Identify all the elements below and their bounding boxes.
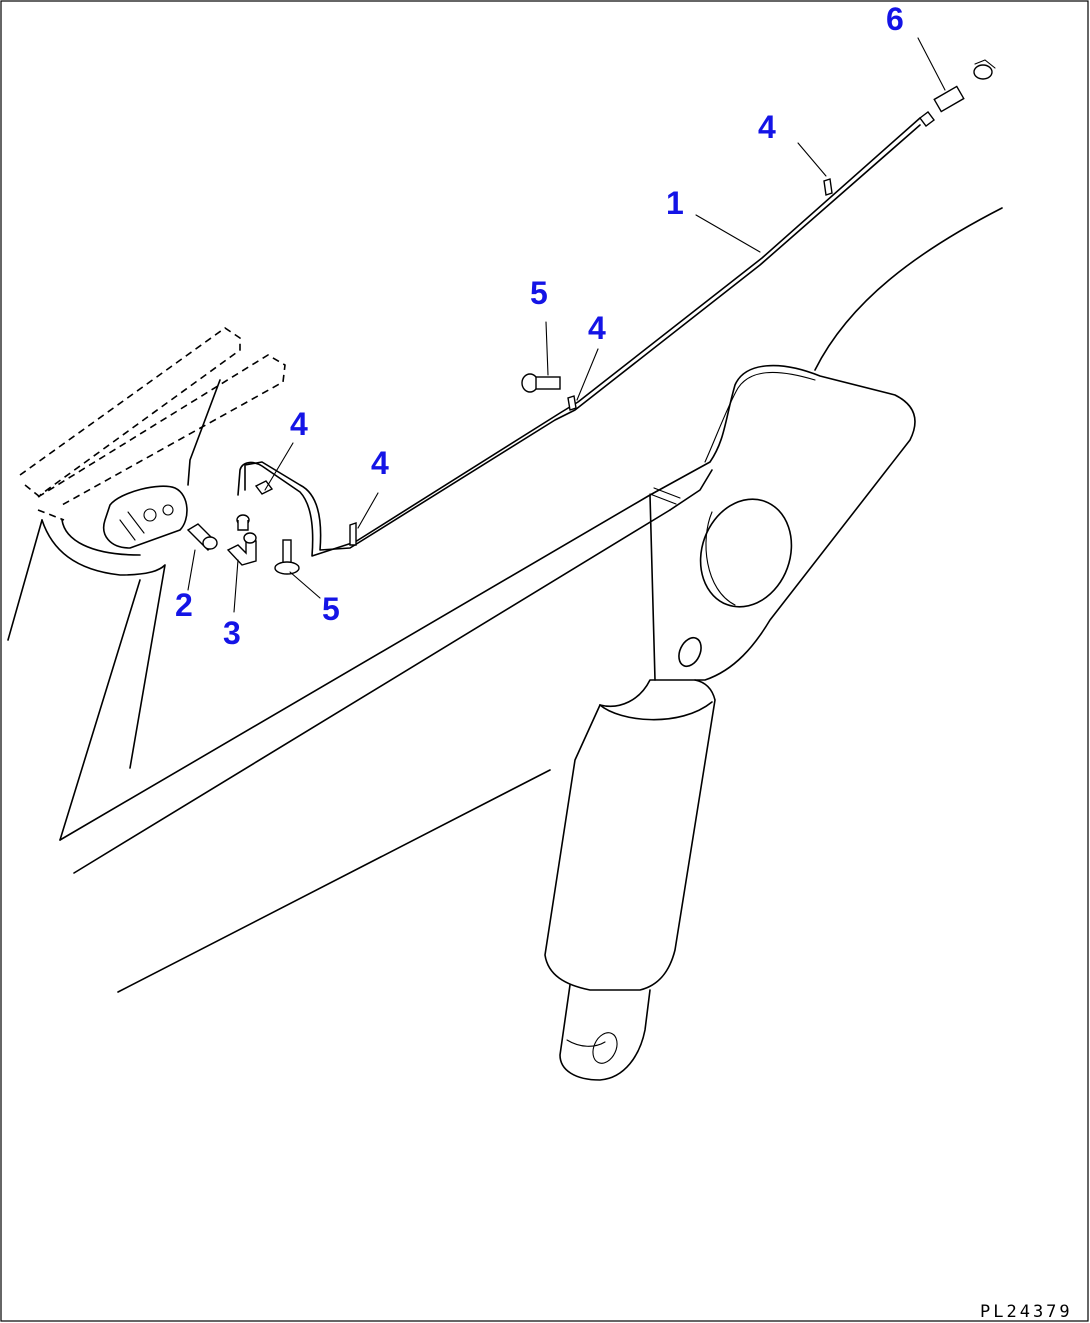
callout-5-upper: 5 [530, 275, 548, 311]
grease-nipple-6 [919, 59, 996, 127]
boom-body [59, 207, 1003, 993]
drawing-code: PL24379 [980, 1302, 1073, 1322]
callout-5-lower: 5 [322, 591, 340, 627]
callout-4-right: 4 [371, 445, 389, 481]
fitting-near-pedal [236, 514, 250, 531]
callout-1: 1 [666, 185, 684, 221]
bolt-5-lower [274, 539, 300, 575]
callout-4-mid: 4 [588, 310, 606, 346]
callout-6: 6 [886, 1, 904, 37]
callout-4-left: 4 [290, 406, 308, 442]
callouts: 6 4 1 5 4 4 4 2 3 5 [175, 1, 904, 651]
callout-2: 2 [175, 587, 193, 623]
grease-line [237, 117, 921, 557]
left-upright [7, 519, 166, 769]
leader-lines [187, 37, 946, 613]
pedal-assembly [19, 327, 286, 549]
bolt-5-upper [521, 373, 561, 393]
elbow-fitting-3 [226, 532, 257, 566]
hydraulic-cylinder [544, 679, 716, 1081]
callout-3: 3 [223, 615, 241, 651]
fitting-2 [186, 523, 218, 551]
callout-4-top: 4 [758, 109, 776, 145]
